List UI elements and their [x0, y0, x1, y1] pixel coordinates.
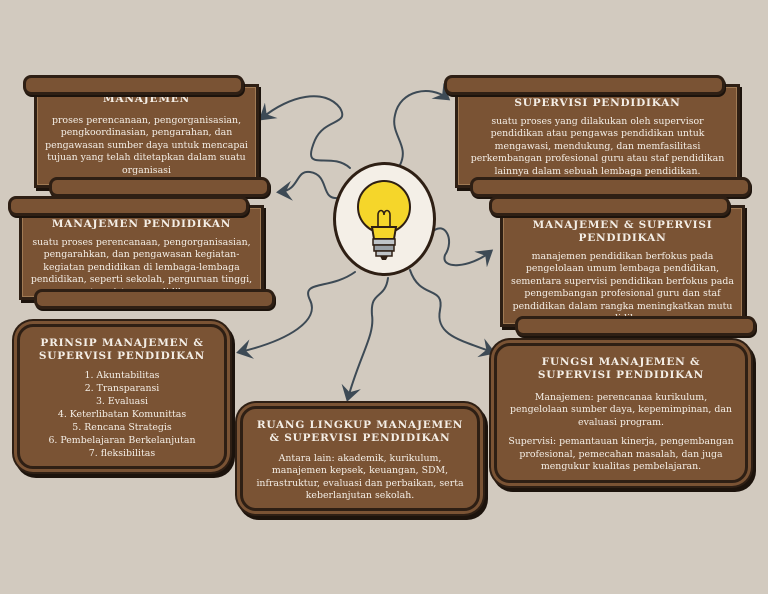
node-title: MANAJEMEN PENDIDIKAN	[51, 218, 232, 230]
node-text: suatu proses perencanaan, pengorganisasi…	[30, 237, 253, 298]
list-item: 2. Transparansi	[84, 383, 160, 394]
center-circle	[333, 162, 436, 276]
node-title: RUANG LINGKUP MANAJEMEN & SUPERVISI PEND…	[256, 419, 464, 444]
lightbulb-icon	[357, 180, 411, 260]
node-text: manajemen pendidikan berfokus pada penge…	[511, 251, 734, 325]
node-manajemen-pendidikan: MANAJEMEN PENDIDIKAN suatu proses perenc…	[8, 196, 275, 309]
node-title: PRINSIP MANAJEMEN & SUPERVISI PENDIDIKAN	[38, 337, 206, 362]
arrow-to-manajemen	[258, 95, 351, 169]
list-item: 6. Pembelajaran Berkelanjutan	[48, 435, 196, 446]
node-title: MANAJEMEN	[103, 93, 190, 105]
node-manajemen: MANAJEMEN proses perencanaan, pengorgani…	[23, 75, 270, 197]
list-item: 5. Rencana Strategis	[72, 422, 172, 433]
node-title: MANAJEMEN & SUPERVISI PENDIDIKAN	[532, 219, 713, 244]
node-text-manajemen: Manajemen: perencanaa kurikulum, pengelo…	[510, 392, 732, 428]
node-fungsi: FUNGSI MANAJEMEN & SUPERVISI PENDIDIKAN …	[494, 343, 748, 483]
arrow-to-manajemen-pendidikan	[276, 170, 339, 201]
node-ruang-lingkup: RUANG LINGKUP MANAJEMEN & SUPERVISI PEND…	[240, 406, 480, 511]
node-title: FUNGSI MANAJEMEN & SUPERVISI PENDIDIKAN	[537, 356, 705, 381]
node-text: suatu proses yang dilakukan oleh supervi…	[470, 116, 725, 177]
list-item: 4. Keterlibatan Komunittas	[57, 409, 187, 420]
arrow-to-prinsip	[236, 271, 356, 359]
list-item: 7. fleksibilitas	[88, 448, 156, 459]
node-manajemen-supervisi: MANAJEMEN & SUPERVISI PENDIDIKAN manajem…	[489, 196, 756, 336]
node-supervisi-pendidikan: SUPERVISI PENDIDIKAN suatu proses yang d…	[444, 75, 751, 197]
arrow-to-ruang-lingkup	[341, 277, 389, 402]
node-text: proses perencanaan, pengorganisasian, pe…	[45, 115, 248, 176]
arrow-to-supervisi	[393, 82, 451, 166]
node-prinsip: PRINSIP MANAJEMEN & SUPERVISI PENDIDIKAN…	[17, 324, 227, 469]
node-text-supervisi: Supervisi: pemantauan kinerja, pengemban…	[508, 436, 734, 473]
node-title: SUPERVISI PENDIDIKAN	[514, 97, 681, 109]
list-item: 3. Evaluasi	[95, 396, 149, 407]
arrow-to-fungsi	[409, 269, 496, 358]
arrow-to-manajemen-supervisi	[431, 227, 494, 268]
node-text: Antara lain: akademik, kurikulum, manaje…	[256, 453, 464, 502]
list-item: 1. Akuntabilitas	[84, 370, 160, 381]
principles-list: 1. Akuntabilitas 2. Transparansi 3. Eval…	[30, 369, 214, 460]
